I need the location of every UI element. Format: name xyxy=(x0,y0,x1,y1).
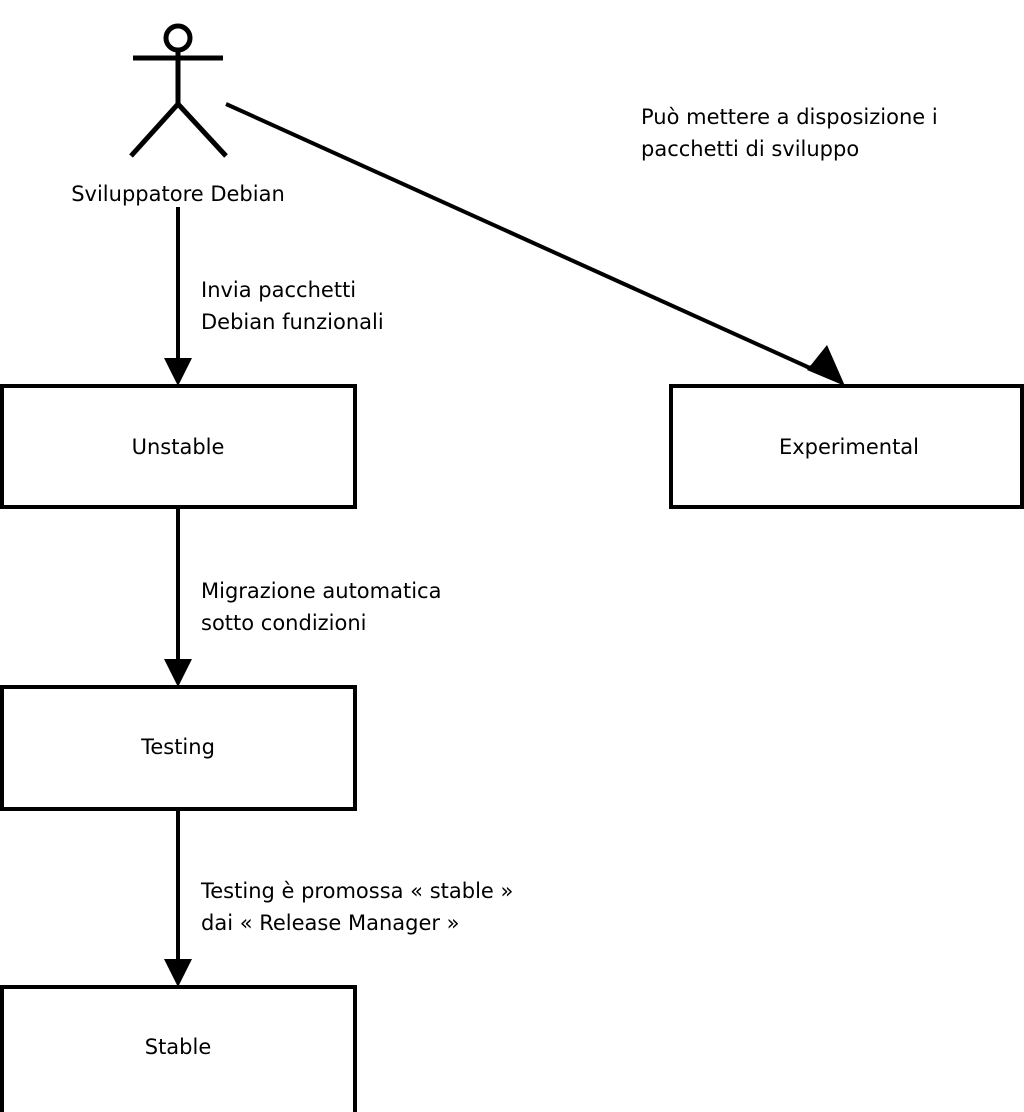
edge-actor-to-unstable-label-line1: Invia pacchetti xyxy=(201,278,356,302)
node-experimental[interactable]: Experimental xyxy=(669,384,1024,509)
node-unstable-box xyxy=(0,384,357,509)
edge-unstable-to-testing-label-line1: Migrazione automatica xyxy=(201,579,441,603)
node-testing-label: Testing xyxy=(140,735,215,759)
node-stable-box xyxy=(0,985,357,1112)
actor-label: Sviluppatore Debian xyxy=(71,182,285,206)
edge-actor-to-experimental-arrowhead-fill xyxy=(807,345,845,386)
actor-left-leg-icon xyxy=(129,102,180,158)
node-experimental-label: Experimental xyxy=(779,435,919,459)
edge-testing-to-stable-label-line2: dai « Release Manager » xyxy=(201,911,460,935)
edge-actor-to-unstable-label-line2: Debian funzionali xyxy=(201,310,384,334)
actor-sviluppatore-debian[interactable]: Sviluppatore Debian xyxy=(71,23,285,206)
actor-right-leg-icon xyxy=(176,102,228,158)
actor-head-icon xyxy=(163,23,193,53)
edge-testing-to-stable[interactable]: Testing è promossa « stable » dai « Rele… xyxy=(164,809,513,987)
node-unstable[interactable]: Unstable xyxy=(0,384,357,509)
edge-actor-to-unstable[interactable]: Invia pacchetti Debian funzionali xyxy=(164,207,384,386)
edge-actor-to-experimental-label-line1: Può mettere a disposizione i xyxy=(641,105,938,129)
edge-unstable-to-testing-label-line2: sotto condizioni xyxy=(201,611,367,635)
node-testing[interactable]: Testing xyxy=(0,685,357,811)
node-testing-box xyxy=(0,685,357,811)
edge-actor-to-experimental-line xyxy=(225,102,833,380)
node-stable-label: Stable xyxy=(145,1035,212,1059)
node-stable[interactable]: Stable xyxy=(0,985,357,1112)
edge-testing-to-stable-arrowhead xyxy=(164,959,192,987)
edge-actor-to-experimental-label-line2: pacchetti di sviluppo xyxy=(641,137,859,161)
edge-actor-to-unstable-arrowhead xyxy=(164,358,192,386)
edge-unstable-to-testing[interactable]: Migrazione automatica sotto condizioni xyxy=(164,507,441,687)
edge-testing-to-stable-label-line1: Testing è promossa « stable » xyxy=(200,879,513,903)
node-experimental-box xyxy=(669,384,1024,509)
node-unstable-label: Unstable xyxy=(132,435,225,459)
edge-actor-to-experimental[interactable]: Può mettere a disposizione i pacchetti d… xyxy=(225,102,938,386)
edge-unstable-to-testing-arrowhead xyxy=(164,659,192,687)
